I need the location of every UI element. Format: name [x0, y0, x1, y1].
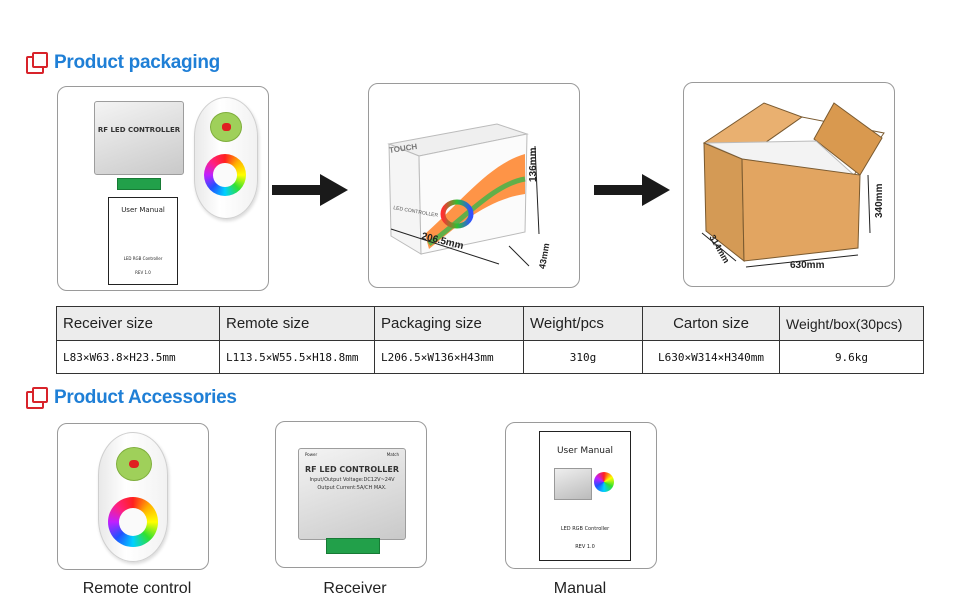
value-cell: L206.5×W136×H43mm: [374, 340, 524, 374]
terminal-block: [117, 178, 161, 190]
arrow-right-icon: [272, 174, 348, 206]
receiver-caption: Receiver: [323, 580, 387, 597]
spec-table: Receiver size Remote size Packaging size…: [56, 306, 924, 374]
receiver-title: RF LED CONTROLLER: [97, 126, 181, 134]
remote-control-panel: [57, 423, 209, 570]
header-cell: Receiver size: [56, 306, 220, 341]
receiver-icon: RF LED CONTROLLER Input/Output Voltage:D…: [298, 448, 406, 540]
header-cell: Remote size: [219, 306, 375, 341]
section-square-icon: [26, 52, 48, 74]
gift-box-drawing: [387, 123, 540, 267]
manual-caption: Manual: [553, 580, 607, 597]
terminal-block: [326, 538, 380, 554]
remote-image: [194, 97, 258, 219]
remote-control-caption: Remote control: [82, 580, 192, 597]
header-cell: Weight/pcs: [523, 306, 643, 341]
box-height-dim: 136mm: [528, 147, 539, 182]
carton-length-dim: 630mm: [790, 260, 825, 271]
receiver-image: RF LED CONTROLLER: [94, 101, 184, 190]
carton-panel: 340mm 630mm 314mm: [683, 82, 895, 287]
header-cell: Packaging size: [374, 306, 524, 341]
accessories-section-header: Product Accessories: [26, 387, 237, 409]
carton-drawing: [701, 102, 885, 268]
value-cell: L83×W63.8×H23.5mm: [56, 340, 220, 374]
packaging-section-header: Product packaging: [26, 52, 220, 74]
value-cell: 9.6kg: [779, 340, 924, 374]
value-cell: L630×W314×H340mm: [642, 340, 780, 374]
value-cell: L113.5×W55.5×H18.8mm: [219, 340, 375, 374]
color-wheel: [204, 154, 246, 196]
spec-value-row: L83×W63.8×H23.5mm L113.5×W55.5×H18.8mm L…: [56, 340, 924, 374]
product-contents-panel: RF LED CONTROLLER User Manual LED RGB Co…: [57, 86, 269, 291]
value-cell: 310g: [523, 340, 643, 374]
packaging-title: Product packaging: [54, 52, 220, 73]
receiver-panel: RF LED CONTROLLER Input/Output Voltage:D…: [275, 421, 427, 568]
manual-panel: User Manual LED RGB Controller REV 1.0: [505, 422, 657, 569]
color-wheel: [108, 497, 158, 547]
accessories-title: Product Accessories: [54, 387, 237, 408]
header-cell: Carton size: [642, 306, 780, 341]
header-cell: Weight/box(30pcs): [779, 306, 924, 341]
gift-box-panel: TOUCH LED CONTROLLER 136mm 206.5mm 43mm: [368, 83, 580, 288]
section-square-icon: [26, 387, 48, 409]
manual-image: User Manual LED RGB Controller REV 1.0: [108, 197, 178, 285]
remote-control-icon: [98, 432, 168, 562]
carton-height-dim: 340mm: [874, 183, 885, 218]
spec-header-row: Receiver size Remote size Packaging size…: [56, 306, 924, 341]
arrow-right-icon: [594, 174, 670, 206]
manual-icon: User Manual LED RGB Controller REV 1.0: [539, 431, 631, 561]
